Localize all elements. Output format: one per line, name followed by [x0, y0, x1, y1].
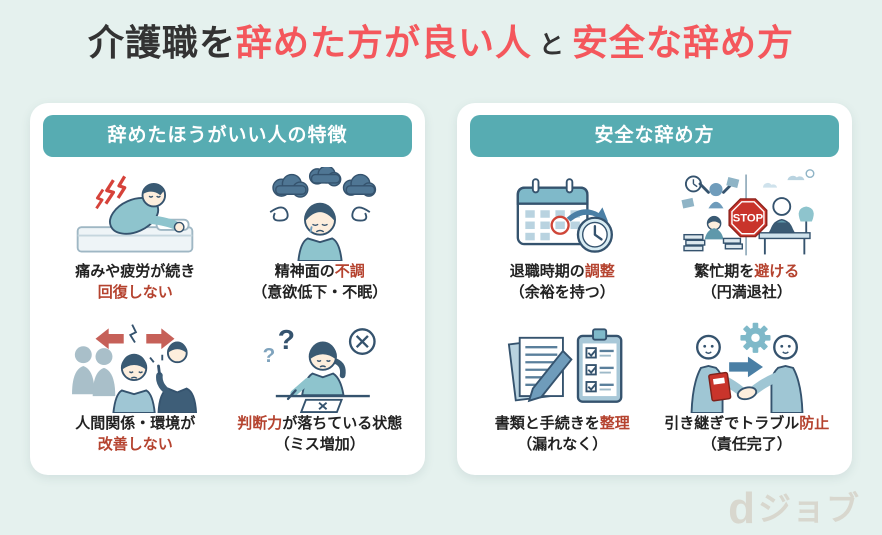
caption-text: （余裕を持つ）	[509, 284, 615, 301]
d-job-logo: dジョブ	[728, 487, 860, 531]
caption-text: が落ちている状態	[282, 415, 403, 432]
caption-highlight: 整理	[599, 415, 630, 432]
workplace-conflict-icon	[72, 324, 198, 413]
pain-bolts	[95, 175, 127, 210]
gear-icon	[740, 322, 771, 353]
card-safe-quit: 安全な辞め方	[457, 103, 852, 475]
caption-line-2: （意欲低下・不眠）	[252, 282, 387, 303]
caption-line-1: 繁忙期を避ける	[694, 261, 799, 282]
stop-sign: STOP	[728, 198, 768, 238]
caption-text: （責任完了）	[701, 436, 792, 453]
calm-scene	[758, 169, 815, 255]
caption-text: （ミス増加）	[274, 436, 365, 453]
schedule-calendar-icon	[516, 178, 614, 253]
caption-line-2: （漏れなく）	[495, 434, 630, 455]
caption-highlight: 防止	[799, 415, 830, 432]
caption-line-1: 退職時期の調整	[510, 261, 615, 282]
gossip-silhouettes	[72, 346, 116, 397]
caption-line-1: 人間関係・環境が	[75, 413, 195, 434]
title-segment: と	[539, 31, 566, 59]
card-header-badge: 安全な辞め方	[470, 115, 839, 157]
stop-sign-label: STOP	[732, 213, 763, 225]
red-circle-date	[550, 215, 571, 235]
checklist-rows	[585, 347, 614, 393]
caption-text: （円満退社）	[701, 284, 792, 301]
mental-stress-icon	[269, 167, 376, 261]
item-caption: 書類と手続きを整理 （漏れなく）	[495, 413, 630, 455]
cards-row: 辞めたほうがいい人の特徴	[30, 103, 852, 475]
title-segment-highlight: 安全な辞め方	[572, 22, 795, 63]
busy-scene	[681, 175, 743, 252]
card-header-badge: 辞めたほうがいい人の特徴	[43, 115, 412, 157]
svg-text:?: ?	[277, 323, 294, 355]
caption-line-2: 改善しない	[75, 434, 195, 455]
caption-highlight: 不調	[334, 263, 365, 280]
page-title: 介護職を辞めた方が良い人と安全な辞め方	[0, 14, 882, 66]
caption-highlight: 避ける	[754, 263, 800, 280]
pain-fatigue-icon	[76, 175, 194, 253]
caption-line-1: 痛みや疲労が続き	[75, 261, 195, 282]
item-poor-judgment: ? ? 判断力が落ちている状態	[228, 311, 413, 463]
caption-line-1: 判断力が落ちている状態	[237, 413, 402, 434]
caption-text: 引き継ぎでトラブル	[664, 415, 800, 432]
logo-d-letter: d	[728, 484, 756, 533]
card-grid: 退職時期の調整 （余裕を持つ）	[470, 159, 839, 463]
pen	[527, 349, 573, 403]
svg-text:?: ?	[262, 344, 275, 367]
caption-line-2: （ミス増加）	[237, 434, 402, 455]
item-schedule-calendar: 退職時期の調整 （余裕を持つ）	[470, 159, 655, 311]
caption-highlight: 改善しない	[97, 436, 173, 453]
caption-line-1: 書類と手続きを整理	[495, 413, 630, 434]
card-quit-traits: 辞めたほうがいい人の特徴	[30, 103, 425, 475]
title-segment-highlight: 辞めた方が良い人	[235, 22, 532, 63]
item-workplace-conflict: 人間関係・環境が 改善しない	[43, 311, 228, 463]
logo-text: ジョブ	[758, 490, 860, 527]
item-pain-fatigue: 痛みや疲労が続き 回復しない	[43, 159, 228, 311]
red-folder	[707, 371, 732, 402]
caption-text: （漏れなく）	[517, 436, 608, 453]
paperwork-checklist-icon	[508, 328, 623, 403]
caption-text: （意欲低下・不眠）	[252, 284, 388, 301]
item-caption: 人間関係・環境が 改善しない	[75, 413, 195, 455]
caption-highlight: 回復しない	[97, 284, 173, 301]
broken-arrow	[95, 328, 175, 350]
caption-line-2: （責任完了）	[664, 434, 829, 455]
item-caption: 退職時期の調整 （余裕を持つ）	[510, 261, 615, 303]
item-paperwork-checklist: 書類と手続きを整理 （漏れなく）	[470, 311, 655, 463]
caption-text: 書類と手続きを	[494, 415, 600, 432]
item-mental-stress: 精神面の不調 （意欲低下・不眠）	[228, 159, 413, 311]
caption-text: 人間関係・環境が	[75, 415, 196, 432]
caption-text: 繁忙期を	[694, 263, 755, 280]
item-caption: 判断力が落ちている状態 （ミス増加）	[237, 413, 402, 455]
caption-text: 痛みや疲労が続き	[75, 263, 196, 280]
title-segment: 介護職を	[87, 22, 236, 63]
item-avoid-busy-season: STOP 繁忙期を避ける （円満退社）	[655, 159, 840, 311]
handshake	[736, 386, 757, 401]
caption-text: 精神面の	[274, 263, 335, 280]
item-handover: 引き継ぎでトラブル防止 （責任完了）	[655, 311, 840, 463]
caption-highlight: 判断力	[237, 415, 283, 432]
handover-handshake-icon	[690, 322, 804, 413]
caption-line-2: （余裕を持つ）	[510, 282, 615, 303]
item-caption: 痛みや疲労が続き 回復しない	[75, 261, 195, 303]
item-caption: 繁忙期を避ける （円満退社）	[694, 261, 799, 303]
poor-judgment-icon: ? ?	[262, 323, 376, 413]
avoid-busy-season-icon: STOP	[681, 169, 815, 256]
item-caption: 精神面の不調 （意欲低下・不眠）	[252, 261, 387, 303]
caption-line-2: （円満退社）	[694, 282, 799, 303]
caption-line-1: 引き継ぎでトラブル防止	[664, 413, 829, 434]
transfer-arrow	[728, 356, 763, 378]
dark-clouds	[272, 167, 376, 198]
caption-line-2: 回復しない	[75, 282, 195, 303]
caption-highlight: 調整	[584, 263, 615, 280]
caption-line-1: 精神面の不調	[252, 261, 387, 282]
card-grid: 痛みや疲労が続き 回復しない	[43, 159, 412, 463]
item-caption: 引き継ぎでトラブル防止 （責任完了）	[664, 413, 829, 455]
caption-text: 退職時期の	[509, 263, 585, 280]
